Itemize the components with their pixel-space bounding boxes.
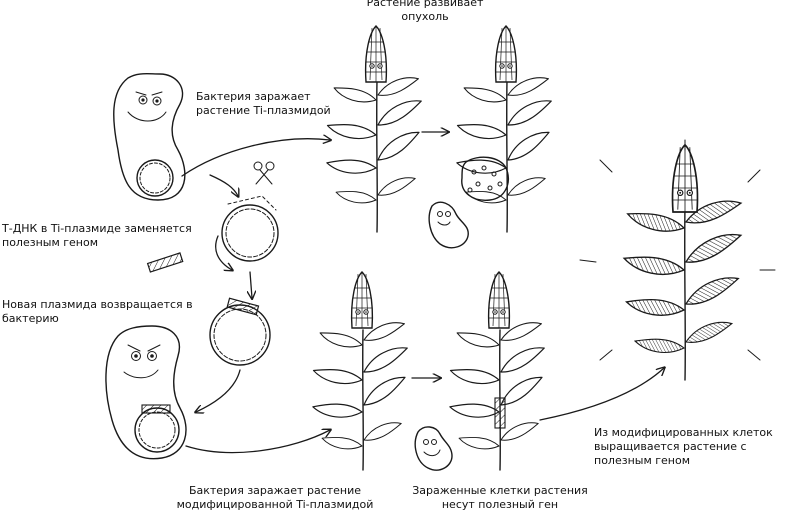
bacterium-icon <box>414 426 453 471</box>
caption-line: выращивается растение с <box>594 440 747 453</box>
plasmid-icon <box>209 297 271 366</box>
caption-tumor: Растение развивает опухоль <box>360 0 490 24</box>
caption-line: Бактерия заражает растение <box>188 484 362 497</box>
caption-line: Из модифицированных клеток <box>594 426 773 439</box>
caption-line: растение Ti-плазмидой <box>196 104 331 117</box>
plant-icon <box>325 25 425 233</box>
caption-plasmid-returns: Новая плазмида возвращается в бактерию <box>2 298 193 326</box>
plant-icon <box>448 271 548 471</box>
caption-tdna-replaced: Т-ДНК в Ti-плазмиде заменяется полезным … <box>2 222 192 250</box>
caption-line: Новая плазмида возвращается в <box>2 298 193 311</box>
caption-line: Зараженные клетки растения <box>412 484 588 497</box>
scissors-icon <box>253 161 275 185</box>
caption-line: полезным геном <box>594 454 691 467</box>
caption-cells-carry-gene: Зараженные клетки растения несут полезны… <box>400 484 600 512</box>
caption-line: Бактерия заражает <box>196 90 311 103</box>
bacterium-icon <box>113 72 186 201</box>
tumor-icon <box>461 156 509 201</box>
caption-line: Т-ДНК в Ti-плазмиде заменяется <box>2 222 192 235</box>
caption-line: полезным геном <box>2 236 99 249</box>
plant-icon <box>455 25 555 233</box>
bacterium-icon <box>105 325 187 460</box>
caption-line: модифицированной Ti-плазмидой <box>176 498 374 511</box>
caption-infects-ti: Бактерия заражает растение Ti-плазмидой <box>196 90 331 118</box>
caption-line: Растение развивает <box>366 0 484 9</box>
plasmid-icon <box>221 195 279 262</box>
plant-icon <box>311 271 411 471</box>
caption-line: несут полезный ген <box>441 498 559 511</box>
plant-icon <box>579 139 776 381</box>
gene-fragment-icon <box>146 252 184 273</box>
caption-line: опухоль <box>401 10 449 23</box>
caption-infects-modified: Бактерия заражает растение модифицирован… <box>170 484 380 512</box>
caption-line: бактерию <box>2 312 59 325</box>
caption-grown-plant: Из модифицированных клеток выращивается … <box>594 426 773 468</box>
bacterium-icon <box>428 201 469 249</box>
